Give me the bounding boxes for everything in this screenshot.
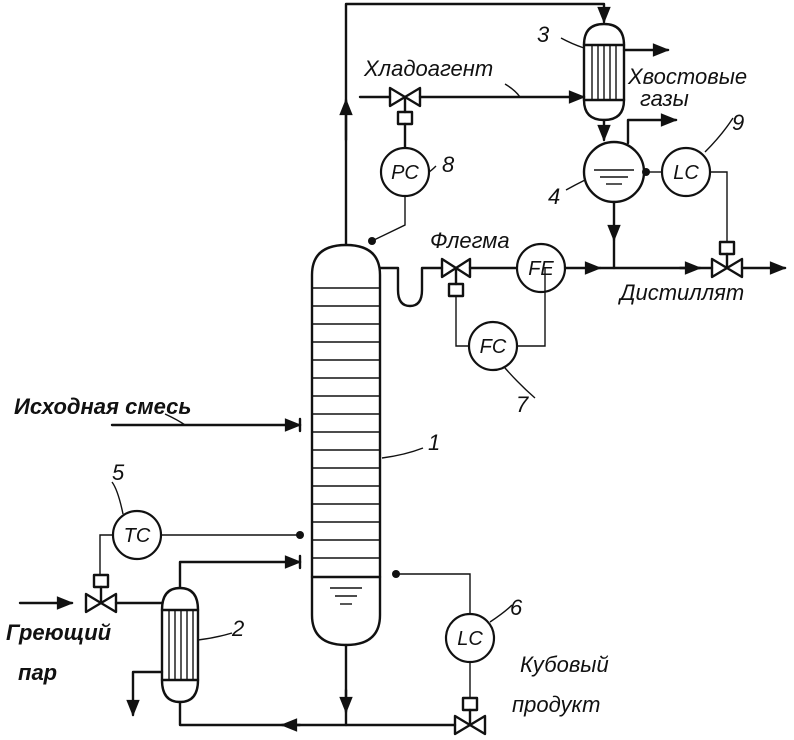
lc-bottom-label: LC [457, 628, 483, 650]
feed-label: Исходная смесь [14, 394, 191, 419]
receiver-number: 4 [548, 184, 560, 209]
distillation-column [310, 243, 382, 647]
lc-bottom-loop-number: 6 [510, 595, 523, 620]
column-number: 1 [428, 430, 440, 455]
tail-gases-label-1: Хвостовые [627, 64, 747, 89]
level-controller-bottom: LC [444, 612, 496, 664]
reflux-line [378, 266, 444, 308]
steam-control-valve [84, 573, 118, 614]
lc-top-label: LC [673, 162, 699, 184]
fc-label: FC [480, 336, 507, 358]
tc-label: TC [124, 525, 151, 547]
reboiler [160, 586, 200, 704]
flow-controller: FC [467, 320, 519, 372]
distillate-control-valve [710, 257, 744, 279]
tail-gases-label-2: газы [640, 86, 689, 111]
condenser [582, 22, 626, 122]
distillate-label: Дистиллят [617, 280, 744, 305]
lc-top-loop-number: 9 [732, 110, 744, 135]
fe-label: FE [528, 258, 554, 280]
flow-element: FE [515, 242, 567, 294]
tc-loop-number: 5 [112, 460, 125, 485]
reflux-label: Флегма [430, 228, 510, 253]
temperature-controller: TC [111, 509, 163, 561]
heating-steam-label-1: Греющий [6, 620, 112, 645]
pc-label: PC [391, 162, 419, 184]
pressure-controller: PC [379, 146, 431, 198]
heating-steam-label-2: пар [18, 660, 57, 685]
coolant-label: Хладоагент [363, 56, 493, 81]
condenser-number: 3 [537, 22, 550, 47]
pc-loop-number: 8 [442, 152, 455, 177]
reflux-control-valve [440, 257, 472, 298]
fc-loop-number: 7 [516, 392, 529, 417]
level-controller-top: LC [660, 146, 712, 198]
bottoms-control-valve [453, 696, 487, 736]
bottoms-label-2: продукт [512, 692, 600, 717]
coolant-control-valve [388, 86, 422, 150]
reboiler-number: 2 [231, 616, 244, 641]
column-trays [312, 287, 380, 559]
reflux-drum [582, 140, 646, 204]
bottoms-label-1: Кубовый [520, 652, 609, 677]
